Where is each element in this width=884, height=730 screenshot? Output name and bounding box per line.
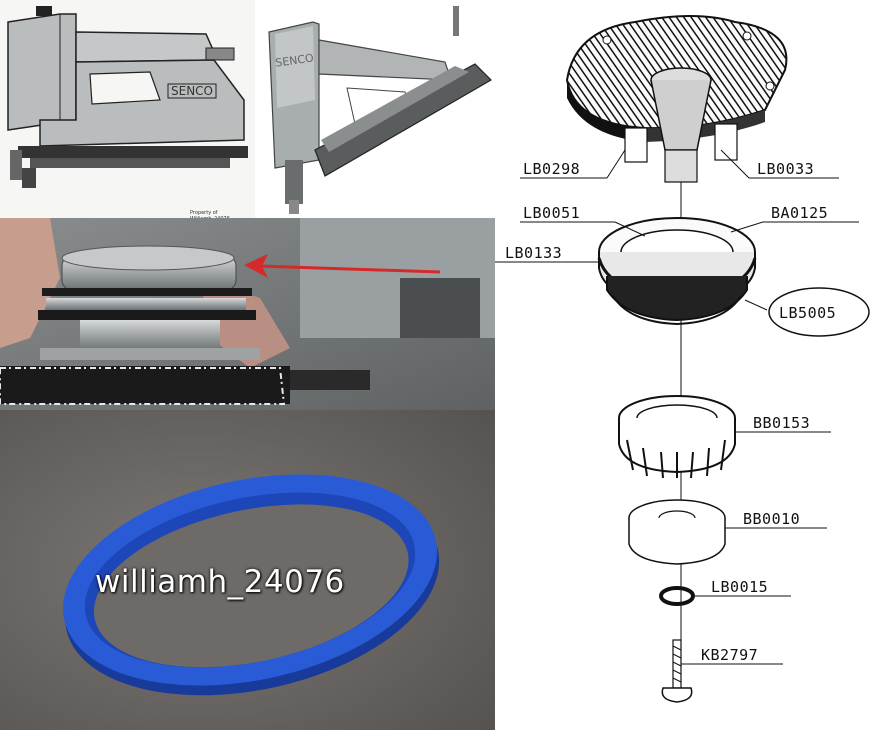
blue-ring-photo: williamh_24076 xyxy=(0,410,495,730)
nailer-side-view: SENCO Property of Williamh_24076 xyxy=(0,0,255,218)
blue-ring-illustration xyxy=(0,410,495,730)
cylinder-cap xyxy=(565,15,788,183)
o-ring-part xyxy=(659,586,695,606)
part-label-bb0010: BB0010 xyxy=(743,510,800,528)
watermark-text: williamh_24076 xyxy=(95,564,345,600)
part-label-lb0033: LB0033 xyxy=(757,160,814,178)
part-label-kb2797: KB2797 xyxy=(701,646,758,664)
piston-photo xyxy=(0,218,495,410)
part-label-ba0125: BA0125 xyxy=(771,204,828,222)
part-label-bb0153: BB0153 xyxy=(753,414,810,432)
blue-ring xyxy=(62,474,440,696)
nailer-side-illustration: SENCO xyxy=(0,0,255,218)
bumper-cup-part xyxy=(628,499,726,565)
part-label-lb0015: LB0015 xyxy=(711,578,768,596)
red-arrowhead-icon xyxy=(244,254,268,278)
bumper-part xyxy=(618,395,736,479)
screw-part xyxy=(661,639,693,703)
part-label-lb5005: LB5005 xyxy=(779,304,836,322)
exploded-parts-illustration: LB0298 LB0033 LB0051 BA0125 LB0133 LB500… xyxy=(495,15,870,703)
piston-ring-assembly xyxy=(597,217,757,326)
part-label-lb0133: LB0133 xyxy=(505,244,562,262)
red-arrow-icon xyxy=(257,264,441,274)
lb5005-highlight xyxy=(768,287,870,337)
part-label-lb0051: LB0051 xyxy=(523,204,580,222)
piston-photo-illustration xyxy=(0,218,495,410)
copyright-text: Property of Williamh_24076 xyxy=(190,210,230,218)
nailer-angled-illustration: SENCO xyxy=(255,0,495,218)
nailer-angled-view: SENCO xyxy=(255,0,495,218)
brand-logo: SENCO xyxy=(171,84,213,98)
brand-logo-angled: SENCO xyxy=(275,51,315,69)
part-label-lb0298: LB0298 xyxy=(523,160,580,178)
parts-diagram: LB0298 LB0033 LB0051 BA0125 LB0133 LB500… xyxy=(495,0,884,730)
